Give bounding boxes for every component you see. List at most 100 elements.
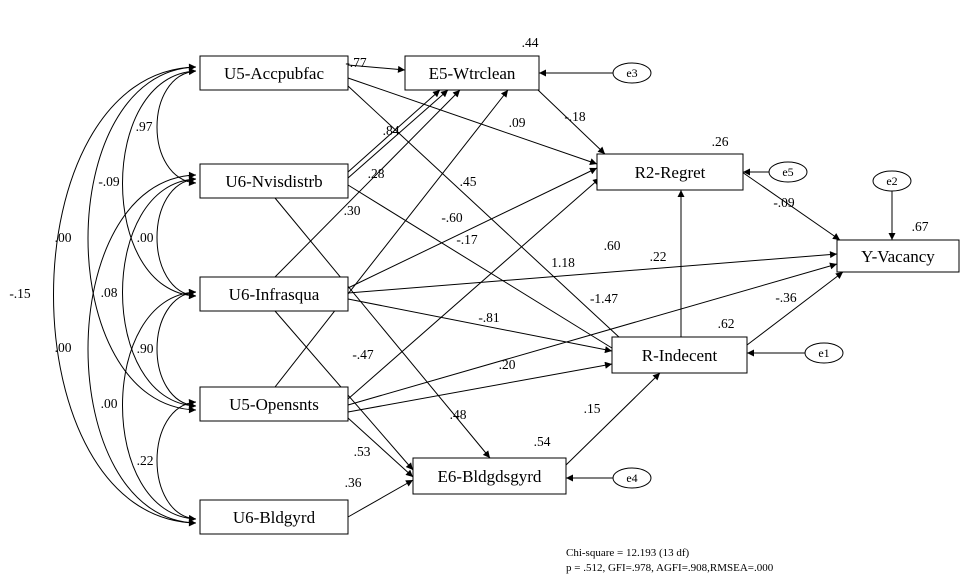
correlation-u6infra-u6bldg <box>122 288 197 523</box>
path-u5acc-to-e5 <box>347 64 406 73</box>
path-coef-e6-rind: .15 <box>584 401 601 416</box>
node-box-u5acc <box>199 55 349 91</box>
correlation-coef-u5acc-u6infra: -.09 <box>98 174 120 189</box>
error-label-e5err: e5 <box>782 165 793 179</box>
path-coef-r2-yvac: -.09 <box>773 195 795 210</box>
node-u5acc: U5-Accpubfac <box>199 55 349 91</box>
node-box-yvac <box>836 239 960 273</box>
r-squared-e6: .54 <box>534 434 551 449</box>
error-term-e2: e2 <box>872 170 912 240</box>
node-e6: E6-Bldgdsgyrd <box>412 457 567 495</box>
node-box-e6 <box>412 457 567 495</box>
correlation-coef-u6nvis-u6infra: .00 <box>137 230 154 245</box>
path-u6nvis-to-e5 <box>347 89 441 173</box>
path-coef-u5open-rind: .20 <box>499 357 516 372</box>
node-label-e6: E6-Bldgdsgyrd <box>438 467 542 486</box>
node-box-r2 <box>596 153 744 191</box>
node-box-u6bldg <box>199 499 349 535</box>
path-coef-u6infra-e5: .28 <box>368 166 385 181</box>
r-squared-rind: .62 <box>718 316 735 331</box>
path-e6-to-rind <box>565 372 661 466</box>
node-u6infra: U6-Infrasqua <box>199 276 349 312</box>
node-rind: R-Indecent <box>611 336 748 374</box>
correlation-coef-u5acc-u6nvis: .97 <box>136 119 153 134</box>
node-box-rind <box>611 336 748 374</box>
path-coef-e5-r2: -.18 <box>564 109 586 124</box>
error-term-e3: e3 <box>539 62 652 84</box>
path-u5open-to-e5 <box>274 89 509 388</box>
correlation-coef-u5acc-u5open: .00 <box>55 230 72 245</box>
node-box-e5 <box>404 55 540 91</box>
node-label-yvac: Y-Vacancy <box>861 247 935 266</box>
path-coef-u5acc-e5: -.77 <box>345 55 367 70</box>
path-rind-to-yvac <box>746 271 844 346</box>
correlation-u5acc-u6bldg <box>53 63 197 527</box>
path-coef-u6nvis-rind: -.17 <box>456 232 478 247</box>
observed-variables: U5-AccpubfacU6-NvisdistrbU6-InfrasquaU5-… <box>199 55 960 535</box>
node-u6bldg: U6-Bldgyrd <box>199 499 349 535</box>
path-u6infra-to-rind <box>347 298 613 354</box>
path-coef-u5open-e5: .30 <box>344 203 361 218</box>
path-u5open-to-rind <box>347 361 613 413</box>
error-label-e3: e3 <box>626 66 637 80</box>
node-label-u5open: U5-Opensnts <box>229 395 319 414</box>
node-box-u6nvis <box>199 163 349 199</box>
error-term-e5err: e5 <box>743 161 808 183</box>
error-label-e2: e2 <box>886 174 897 188</box>
correlation-coef-u6infra-u5open: .90 <box>137 341 154 356</box>
correlation-u6infra-u5open <box>156 289 197 409</box>
node-label-u6bldg: U6-Bldgyrd <box>233 508 316 527</box>
correlation-u5acc-u6nvis <box>156 68 197 186</box>
node-label-rind: R-Indecent <box>642 346 718 365</box>
node-label-e5: E5-Wtrclean <box>429 64 516 83</box>
node-label-u6infra: U6-Infrasqua <box>229 285 320 304</box>
path-coef-u6nvis-e5: .84 <box>383 123 400 138</box>
correlation-u6nvis-u6bldg <box>87 171 197 527</box>
fit-statistics-line2: p = .512, GFI=.978, AGFI=.908,RMSEA=.000 <box>566 562 774 574</box>
path-u5open-to-yvac <box>347 262 838 406</box>
error-term-e4: e4 <box>566 467 652 489</box>
path-coef-u6infra-e6: -.47 <box>352 347 374 362</box>
path-coef-u5open-r2: .60 <box>604 238 621 253</box>
correlation-u6nvis-u6infra <box>156 176 197 299</box>
correlation-u5acc-u5open <box>87 63 197 414</box>
correlation-u5acc-u6infra <box>122 67 197 300</box>
correlation-u6nvis-u5open <box>122 175 197 410</box>
node-box-u6infra <box>199 276 349 312</box>
path-u6infra-to-yvac <box>347 251 838 294</box>
path-coef-rind-yvac: -.36 <box>775 290 797 305</box>
node-box-u5open <box>199 386 349 422</box>
error-term-e1: e1 <box>747 342 844 364</box>
path-u6infra-to-r2 <box>347 167 598 289</box>
path-u6infra-to-e5 <box>274 89 461 278</box>
node-r2: R2-Regret <box>596 153 744 191</box>
path-u5open-to-r2 <box>347 177 601 400</box>
correlation-coef-u6infra-u6bldg: .00 <box>101 396 118 411</box>
path-coef-u6infra-r2: -.60 <box>441 210 463 225</box>
path-coef-u6infra-e6: .48 <box>450 407 467 422</box>
node-label-r2: R2-Regret <box>635 163 706 182</box>
path-coef-u5acc-r2: .09 <box>509 115 526 130</box>
r-squared-yvac: .67 <box>912 219 929 234</box>
path-coef-u6infra-yvac: .22 <box>650 249 667 264</box>
path-u6bldg-to-e6 <box>347 479 414 518</box>
correlation-coef-u5acc-u6bldg: -.15 <box>9 286 31 301</box>
coefficient-labels: -.77 .09 .45 .84 -.17 1.18 .28 -.60 .22 -.81 -.47.… <box>9 35 928 490</box>
error-label-e4: e4 <box>626 471 637 485</box>
correlation-coef-u6nvis-u5open: .08 <box>101 285 118 300</box>
path-u6nvis-to-rind <box>347 184 621 354</box>
path-u6nvis-to-e5-secondary <box>347 89 449 179</box>
path-coef-u5acc-rind: .45 <box>460 174 477 189</box>
node-yvac: Y-Vacancy <box>836 239 960 273</box>
path-e5-to-r2 <box>537 89 606 155</box>
error-terms: e3 e5 e2 e1 e4 <box>539 62 912 489</box>
fit-statistics-line1: Chi-square = 12.193 (13 df) <box>566 547 690 559</box>
path-coef-u5open-yvac: -1.47 <box>590 291 618 306</box>
path-u5open-to-e6 <box>347 417 414 478</box>
path-coef-u6infra-rind: -.81 <box>478 310 499 325</box>
node-u6nvis: U6-Nvisdistrb <box>199 163 349 199</box>
path-coef-u6nvis-e6: 1.18 <box>551 255 575 270</box>
correlation-u5open-u6bldg <box>156 399 197 522</box>
path-coef-u5open-e6: .53 <box>354 444 371 459</box>
